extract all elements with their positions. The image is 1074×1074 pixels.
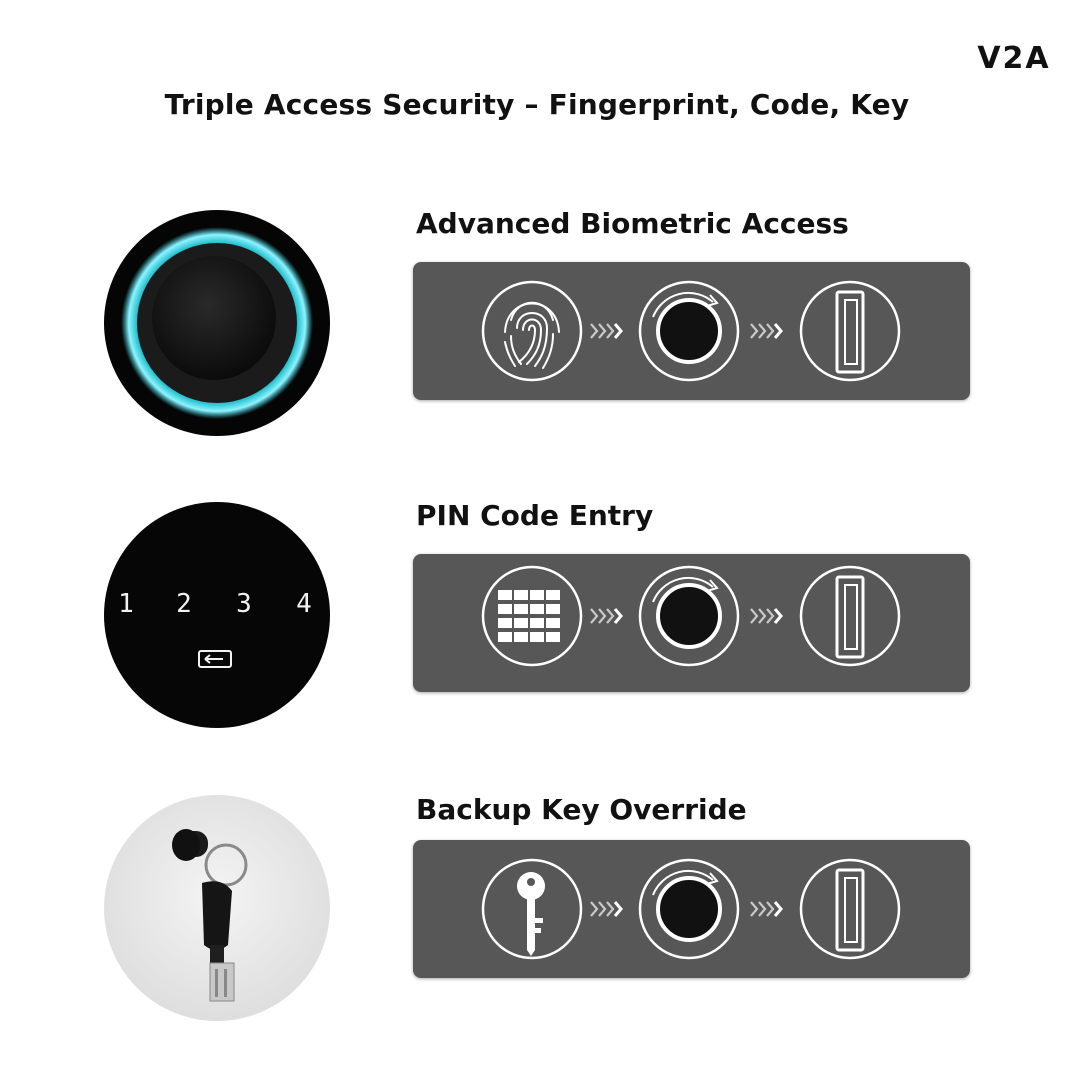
rotate-knob-icon	[638, 858, 740, 960]
keypad-icon	[481, 565, 583, 667]
enter-icon[interactable]	[198, 650, 232, 668]
chevrons-icon	[590, 608, 623, 624]
key-flow-panel	[413, 840, 970, 978]
chevrons-icon	[590, 323, 623, 339]
row-heading-biometric: Advanced Biometric Access	[416, 207, 849, 240]
row-heading-pin: PIN Code Entry	[416, 499, 654, 532]
pin-flow-panel	[413, 554, 970, 692]
page-title: Triple Access Security – Fingerprint, Co…	[164, 88, 910, 121]
chevrons-icon	[750, 608, 783, 624]
key-icon	[481, 858, 583, 960]
chevrons-icon	[590, 901, 623, 917]
chevrons-icon	[750, 901, 783, 917]
keypad-digit-2[interactable]: 2	[176, 589, 192, 619]
brand-logo-text: V2A	[977, 41, 1050, 76]
touch-keypad-photo: 1 2 3 4	[104, 502, 330, 728]
door-handle-icon	[799, 858, 901, 960]
rotate-knob-icon	[638, 565, 740, 667]
biometric-flow-panel	[413, 262, 970, 400]
fingerprint-reader-photo	[104, 210, 330, 436]
rotate-knob-icon	[638, 280, 740, 382]
fingerprint-icon	[481, 280, 583, 382]
keypad-digit-3[interactable]: 3	[236, 589, 252, 619]
door-handle-icon	[799, 565, 901, 667]
door-handle-icon	[799, 280, 901, 382]
keypad-digit-4[interactable]: 4	[296, 589, 312, 619]
keypad-digit-1[interactable]: 1	[118, 589, 134, 619]
brand-logo: V2A	[977, 41, 1050, 76]
row-heading-key: Backup Key Override	[416, 793, 747, 826]
backup-key-photo	[104, 795, 330, 1021]
chevrons-icon	[750, 323, 783, 339]
